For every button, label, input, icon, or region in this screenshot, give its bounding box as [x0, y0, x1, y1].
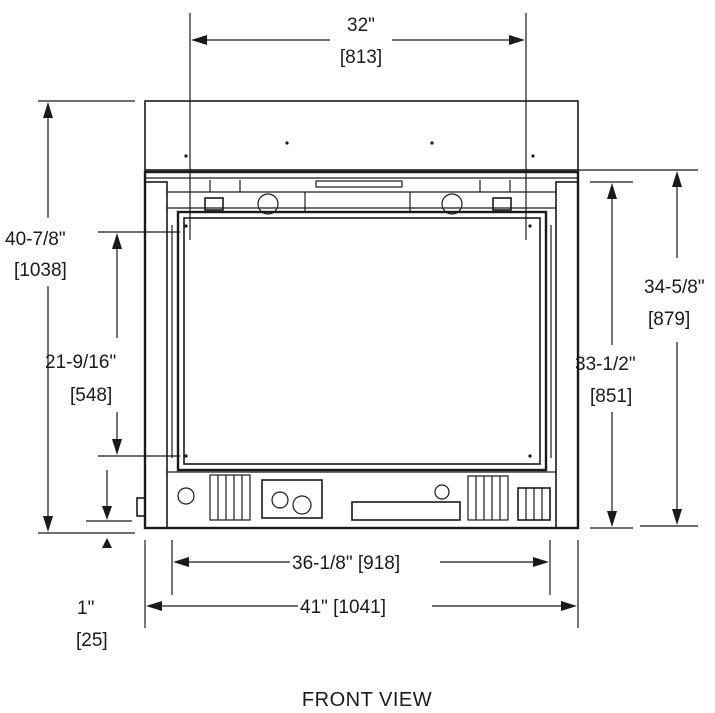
overall-height-mm-label: [1038] — [14, 260, 67, 281]
dimension-overall-width: 41" [1041] — [144, 540, 579, 628]
dimension-viewing-height: 21-9/16" [548] — [45, 231, 180, 457]
side-fitting — [136, 497, 146, 517]
body-height-in-label: 34-5/8" — [644, 277, 705, 298]
top-width-in-label: 32" — [347, 15, 375, 36]
dimension-inner-height: 33-1/2" [851] — [575, 181, 636, 529]
top-hood — [144, 100, 579, 171]
base-offset-in-label: 1" — [77, 598, 94, 619]
dimension-overall-height: 40-7/8" [1038] — [5, 100, 135, 534]
overall-height-in-label: 40-7/8" — [5, 229, 66, 250]
glass-frame — [176, 210, 548, 472]
dimension-body-height: 34-5/8" [879] — [578, 169, 705, 527]
inner-width-label: 36-1/8" [918] — [292, 553, 400, 574]
left-pillar — [144, 181, 168, 529]
viewing-height-in-label: 21-9/16" — [45, 352, 116, 373]
body-height-mm-label: [879] — [648, 309, 690, 330]
fireplace-body — [136, 100, 580, 530]
dimension-top-width: 32" [813] — [189, 13, 527, 240]
inner-height-mm-label: [851] — [590, 386, 632, 407]
right-pillar — [555, 181, 579, 529]
inner-height-in-label: 33-1/2" — [575, 354, 636, 375]
viewing-glass — [183, 217, 541, 465]
gas-valve-assembly — [177, 474, 551, 521]
overall-width-label: 41" [1041] — [300, 597, 386, 618]
top-width-mm-label: [813] — [340, 47, 382, 68]
diagram-title: FRONT VIEW — [302, 689, 432, 711]
viewing-height-mm-label: [548] — [70, 385, 112, 406]
dimension-inner-width: 36-1/8" [918] — [171, 540, 551, 595]
base-offset-mm-label: [25] — [76, 630, 108, 651]
dimension-base-offset: 1" [25] — [76, 470, 132, 651]
